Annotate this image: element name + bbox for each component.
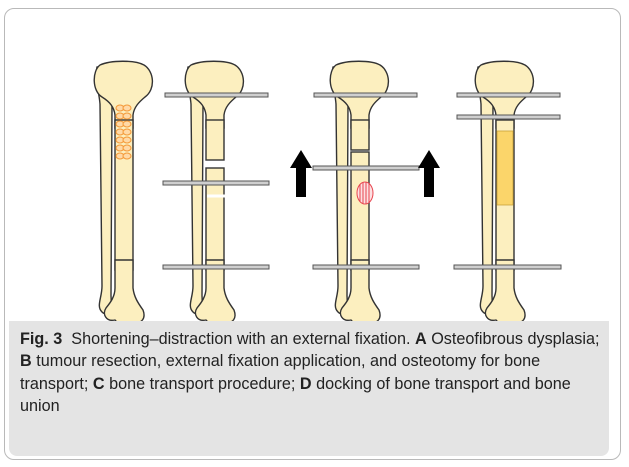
docked-segment xyxy=(497,131,513,205)
caption-title: Shortening–distraction with an external … xyxy=(71,330,410,348)
regenerate-callus xyxy=(357,182,373,204)
caption-text-a: Osteofibrous dysplasia; xyxy=(431,330,599,348)
caption-text-c: bone transport procedure; xyxy=(109,375,295,393)
caption-fig-label: Fig. 3 xyxy=(20,330,62,348)
transport-arrow-left xyxy=(290,150,312,197)
caption-letter-d: D xyxy=(300,375,312,393)
transport-arrow-right xyxy=(418,150,440,197)
figure-caption: Fig. 3 Shortening–distraction with an ex… xyxy=(20,328,605,418)
panel-b-bones xyxy=(185,61,243,325)
caption-letter-c: C xyxy=(93,375,105,393)
caption-letter-b: B xyxy=(20,352,32,370)
caption-letter-a: A xyxy=(415,330,427,348)
panel-a-bones xyxy=(94,61,152,325)
